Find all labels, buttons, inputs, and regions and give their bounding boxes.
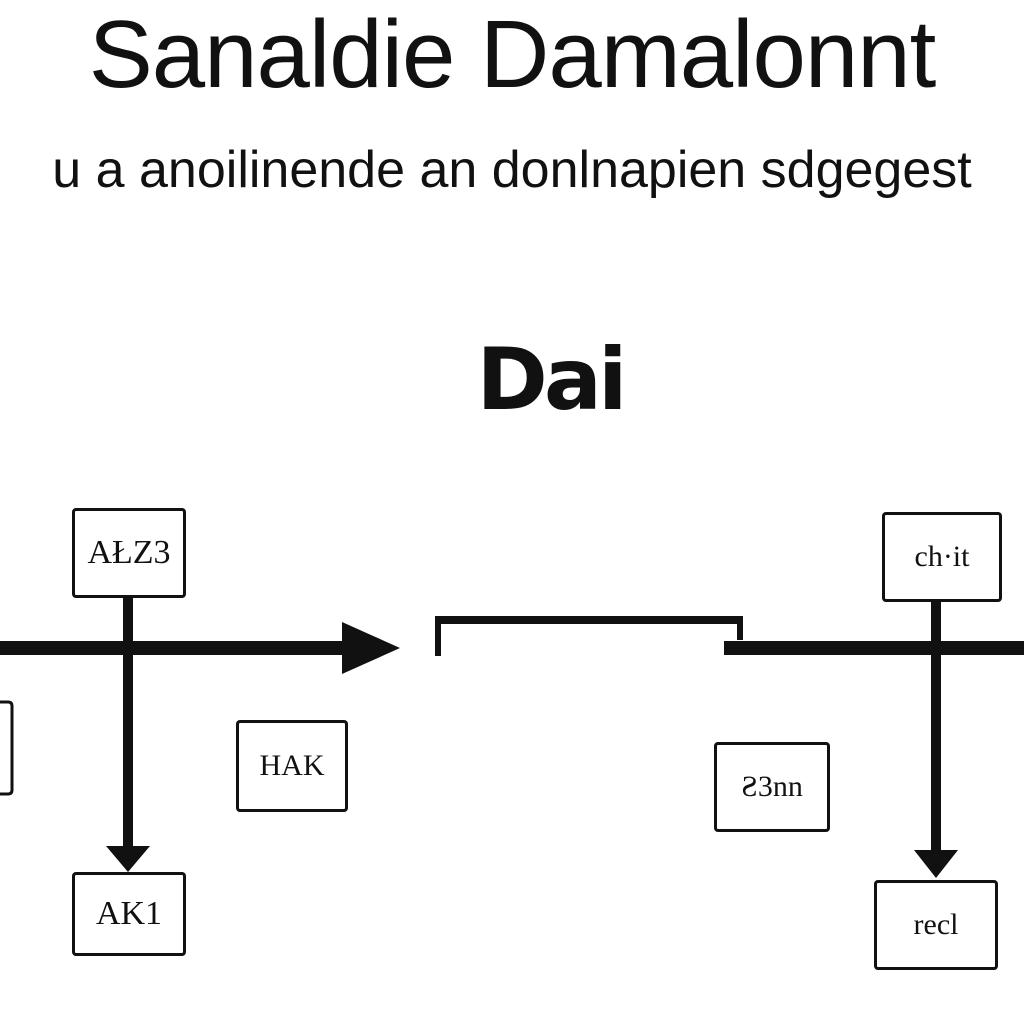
left-edge-partial-box xyxy=(0,700,14,796)
right-vertical-arrowhead xyxy=(914,850,958,878)
node-top-left: AŁZ3 xyxy=(72,508,186,598)
node-middle-left: HAK xyxy=(236,720,348,812)
diagram-heading: Dai xyxy=(476,330,628,430)
node-right-bottom: recl xyxy=(874,880,998,970)
left-vertical-arrowhead xyxy=(106,846,150,872)
diagram-subtitle: u a anoilinende an donlnapien sdgegest xyxy=(52,141,972,199)
left-horizontal-arrowhead xyxy=(342,622,400,674)
node-left-bottom: AK1 xyxy=(72,872,186,956)
diagram-title: Sanaldie Damalonnt xyxy=(88,1,937,108)
node-middle-right: Ƨ3nn xyxy=(714,742,830,832)
node-top-right: ch·it xyxy=(882,512,1002,602)
